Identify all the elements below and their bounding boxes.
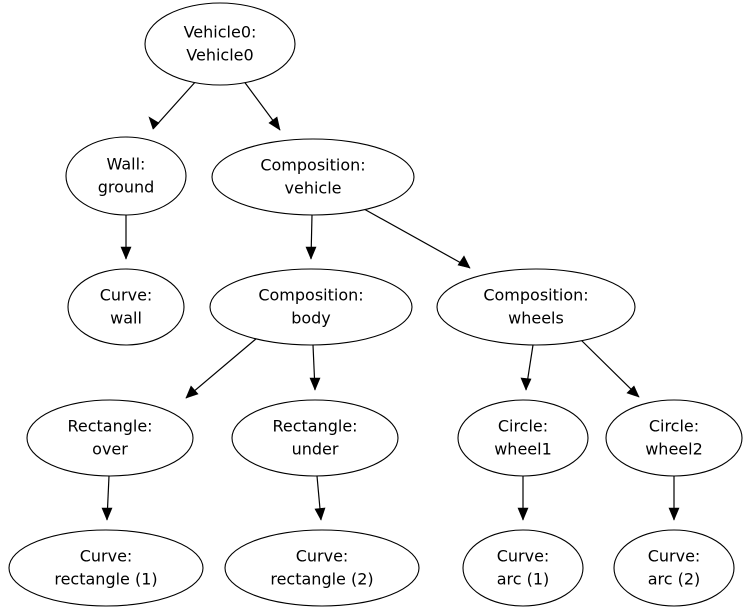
node-label-line1: Composition: (260, 156, 365, 175)
node-ellipse (67, 268, 185, 346)
arrowhead-icon (517, 507, 529, 521)
edge-composition_body-rectangle_under (309, 344, 321, 391)
node-label-line2: under (292, 440, 339, 459)
node-ellipse (457, 399, 589, 477)
nodes-layer: Vehicle0:Vehicle0Wall:groundComposition:… (8, 2, 743, 607)
node-label-line2: arc (2) (648, 570, 701, 589)
node-label-line1: Composition: (258, 286, 363, 305)
node-composition_vehicle[interactable]: Composition: vehicle (211, 138, 415, 216)
node-label-line1: Curve: (80, 547, 133, 566)
node-label-line1: Curve: (648, 547, 701, 566)
edge-rectangle_over-curve_rectangle_1 (101, 475, 113, 521)
node-label-line1: Composition: (483, 286, 588, 305)
node-curve_arc_1[interactable]: Curve: arc (1) (462, 529, 584, 607)
arrowhead-icon (268, 116, 281, 131)
node-vehicle0[interactable]: Vehicle0: Vehicle0 (144, 2, 296, 86)
edge-composition_vehicle-composition_body (305, 214, 317, 260)
node-rectangle_under[interactable]: Rectangle: under (231, 399, 399, 477)
node-composition_body[interactable]: Composition: body (209, 268, 413, 346)
node-composition_wheels[interactable]: Composition: wheels (436, 268, 636, 346)
node-ellipse (26, 399, 194, 477)
edge-line (152, 79, 198, 130)
node-ellipse (211, 138, 415, 216)
node-label-line2: arc (1) (497, 570, 550, 589)
node-circle_wheel1[interactable]: Circle: wheel1 (457, 399, 589, 477)
node-label-line2: wheel1 (494, 440, 552, 459)
arrowhead-icon (314, 507, 326, 521)
node-label-line2: ground (98, 178, 155, 197)
edge-composition_body-rectangle_over (185, 337, 258, 399)
edge-vehicle0-wall_ground (148, 79, 198, 130)
edge-line (363, 208, 471, 269)
edges-layer (101, 79, 680, 521)
node-label-line1: Circle: (649, 417, 699, 436)
edge-composition_wheels-circle_wheel2 (579, 338, 640, 398)
node-label-line1: Vehicle0: (184, 23, 257, 42)
node-label-line2: rectangle (2) (270, 570, 373, 589)
edge-circle_wheel1-curve_arc_1 (517, 476, 529, 521)
node-label-line1: Rectangle: (67, 417, 152, 436)
node-curve_wall[interactable]: Curve: wall (67, 268, 185, 346)
node-label-line2: vehicle (285, 179, 342, 198)
node-ellipse (436, 268, 636, 346)
node-ellipse (144, 2, 296, 86)
node-circle_wheel2[interactable]: Circle: wheel2 (605, 399, 743, 477)
arrowhead-icon (120, 246, 132, 260)
node-label-line2: body (291, 309, 331, 328)
edge-line (185, 337, 258, 399)
node-label-line1: Curve: (100, 286, 153, 305)
edge-composition_wheels-circle_wheel1 (520, 344, 534, 391)
node-wall_ground[interactable]: Wall: ground (65, 136, 187, 216)
node-label-line2: Vehicle0 (186, 46, 253, 65)
node-label-line2: rectangle (1) (54, 570, 157, 589)
arrowhead-icon (185, 385, 199, 399)
node-label-line2: wheel2 (645, 440, 703, 459)
node-label-line1: Curve: (497, 547, 550, 566)
arrowhead-icon (520, 377, 532, 391)
node-ellipse (462, 529, 584, 607)
edge-line (579, 338, 640, 398)
node-label-line2: wall (110, 309, 142, 328)
node-label-line2: wheels (508, 309, 564, 328)
edge-circle_wheel2-curve_arc_2 (668, 476, 680, 521)
edge-vehicle0-composition_vehicle (242, 79, 281, 131)
arrowhead-icon (101, 507, 113, 521)
node-curve_rectangle_1[interactable]: Curve: rectangle (1) (8, 529, 204, 607)
arrowhead-icon (626, 385, 640, 398)
arrowhead-icon (148, 116, 160, 130)
arrowhead-icon (668, 507, 680, 521)
node-label-line1: Curve: (296, 547, 349, 566)
node-label-line1: Wall: (107, 155, 146, 174)
node-curve_rectangle_2[interactable]: Curve: rectangle (2) (224, 529, 420, 607)
node-rectangle_over[interactable]: Rectangle: over (26, 399, 194, 477)
node-curve_arc_2[interactable]: Curve: arc (2) (613, 529, 735, 607)
edge-composition_vehicle-composition_wheels (363, 208, 471, 269)
arrowhead-icon (457, 255, 471, 269)
edge-rectangle_under-curve_rectangle_2 (314, 475, 326, 521)
node-ellipse (613, 529, 735, 607)
node-label-line1: Rectangle: (272, 417, 357, 436)
node-label-line1: Circle: (498, 417, 548, 436)
node-ellipse (65, 136, 187, 216)
node-label-line2: over (92, 440, 128, 459)
node-ellipse (209, 268, 413, 346)
node-ellipse (8, 529, 204, 607)
arrowhead-icon (305, 246, 317, 260)
edge-wall_ground-curve_wall (120, 215, 132, 260)
node-ellipse (605, 399, 743, 477)
arrowhead-icon (309, 377, 321, 391)
node-ellipse (231, 399, 399, 477)
node-ellipse (224, 529, 420, 607)
